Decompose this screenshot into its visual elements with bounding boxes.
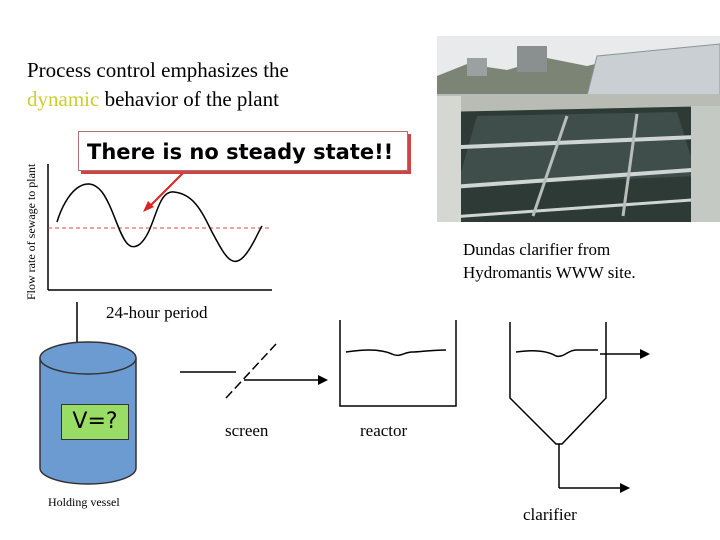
clarifier-underflow-arrowhead — [620, 483, 630, 493]
volume-equation-box: V=? — [61, 404, 129, 440]
callout-arrowhead — [143, 201, 154, 212]
photo-caption: Dundas clarifier from Hydromantis WWW si… — [463, 238, 713, 284]
holding-vessel-top — [39, 341, 137, 375]
period-label: 24-hour period — [106, 303, 208, 322]
clarifier-photo — [437, 36, 720, 222]
clarifier-label: clarifier — [523, 505, 577, 524]
title-part1: Process control emphasizes the — [27, 58, 289, 82]
reactor-tank — [339, 320, 457, 407]
clarifier-tank — [509, 322, 607, 445]
callout-arrow — [147, 167, 189, 209]
screen-label: screen — [225, 421, 269, 440]
title-highlight: dynamic — [27, 87, 100, 111]
caption-line2: Hydromantis WWW site. — [463, 263, 636, 282]
screen-outflow-arrowhead — [318, 375, 328, 385]
clarifier-overflow-arrowhead — [640, 349, 650, 359]
clarifier-water-surface — [515, 349, 598, 358]
title-part2: behavior of the plant — [99, 87, 279, 111]
screen-line — [225, 343, 277, 399]
reactor-water-surface — [345, 349, 447, 357]
holding-vessel-label: Holding vessel — [48, 495, 120, 509]
slide-title: Process control emphasizes the dynamic b… — [27, 56, 427, 114]
caption-line1: Dundas clarifier from — [463, 240, 611, 259]
reactor-label: reactor — [360, 421, 408, 440]
flow-rate-curve — [56, 183, 263, 262]
steady-state-callout: There is no steady state!! — [78, 131, 408, 171]
